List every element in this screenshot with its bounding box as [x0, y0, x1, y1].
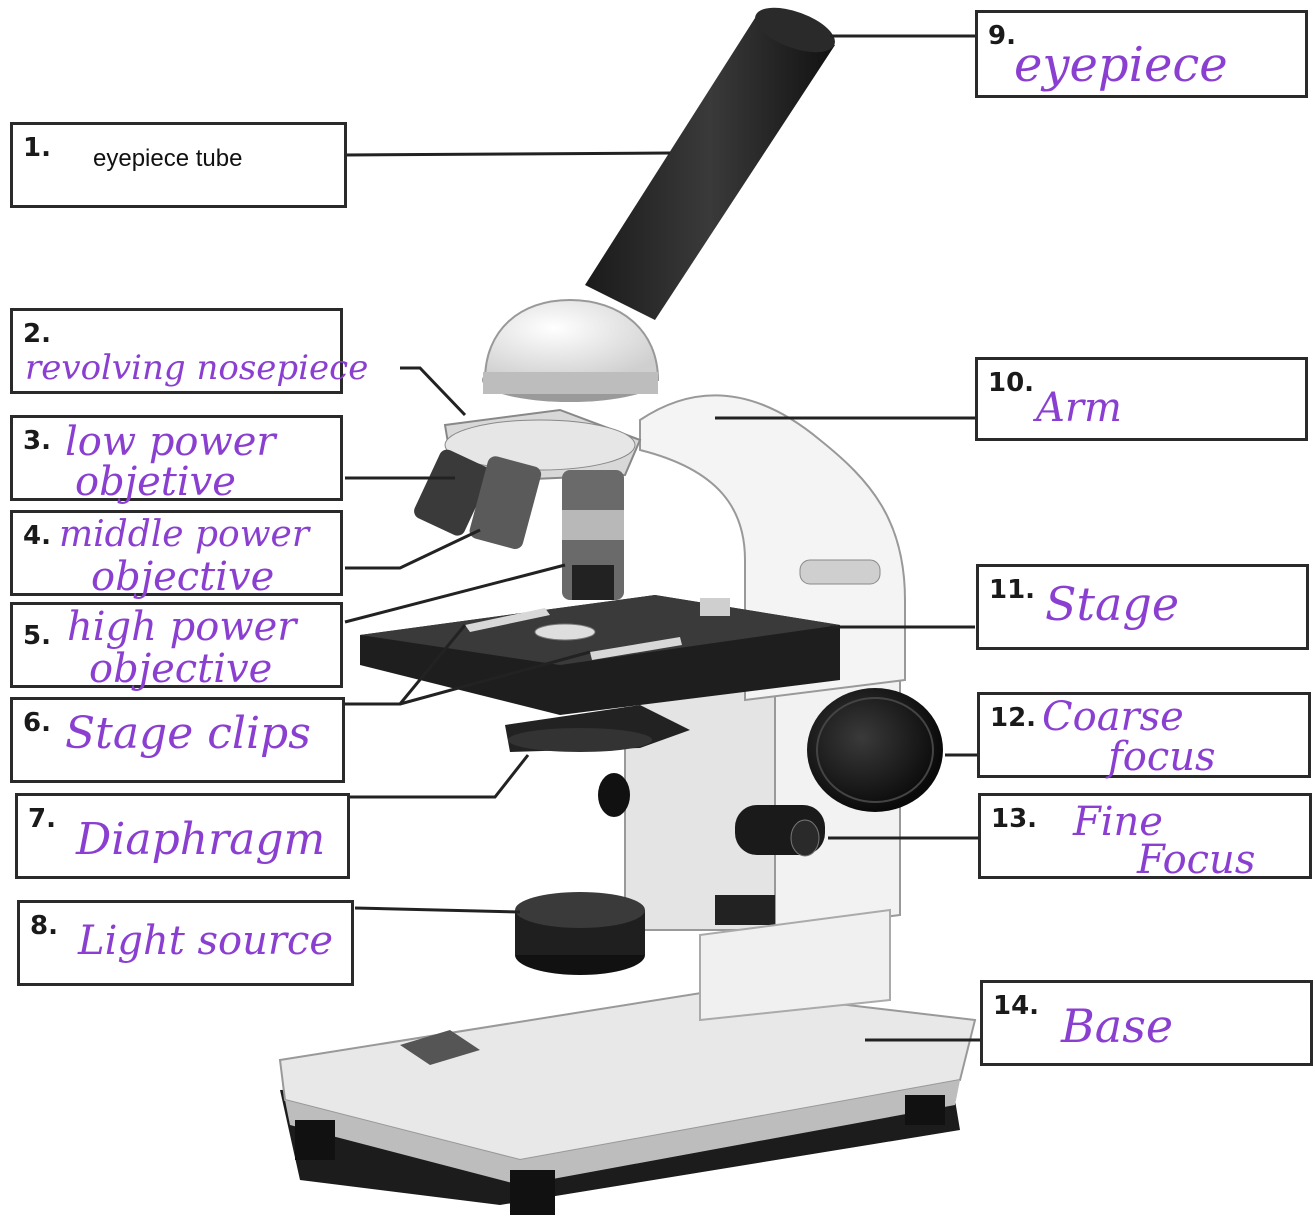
label-text-line1: Fine: [1073, 802, 1163, 842]
label-number: 4.: [23, 521, 51, 551]
label-text-line1: high power: [67, 607, 296, 647]
label-box-4: 4. middle power objective: [10, 510, 343, 596]
label-box-10: 10. Arm: [975, 357, 1308, 441]
label-text-line1: low power: [65, 422, 276, 462]
microscope-base: [280, 990, 975, 1215]
label-number: 1.: [23, 133, 51, 163]
label-text: Diaphragm: [76, 818, 325, 862]
label-box-14: 14. Base: [980, 980, 1313, 1066]
label-box-3: 3. low power objetive: [10, 415, 343, 501]
label-text-line2: Focus: [1137, 840, 1255, 880]
label-number: 14.: [993, 991, 1039, 1021]
label-number: 9.: [988, 21, 1016, 51]
label-box-13: 13. Fine Focus: [978, 793, 1312, 879]
eyepiece-tube: [585, 0, 841, 320]
label-text-line1: Coarse: [1042, 697, 1184, 737]
label-box-2: 2. revolving nosepiece: [10, 308, 343, 394]
label-text: Arm: [1036, 388, 1122, 428]
label-text: eyepiece: [1014, 41, 1228, 89]
label-text: revolving nosepiece: [25, 351, 368, 385]
label-text-line2: objective: [91, 557, 274, 597]
microscope-head: [482, 300, 658, 402]
label-box-12: 12. Coarse focus: [977, 692, 1311, 778]
label-text: Stage clips: [65, 712, 311, 756]
label-number: 11.: [989, 575, 1035, 605]
coarse-focus-knob: [807, 688, 943, 812]
label-number: 5.: [23, 621, 51, 651]
label-number: 12.: [990, 703, 1036, 733]
label-text: Stage: [1045, 581, 1179, 627]
label-number: 10.: [988, 368, 1034, 398]
label-text-line2: objetive: [75, 462, 236, 502]
label-text: eyepiece tube: [93, 145, 242, 173]
label-box-5: 5. high power objective: [10, 602, 343, 688]
label-number: 3.: [23, 426, 51, 456]
label-box-6: 6. Stage clips: [10, 697, 345, 783]
label-box-7: 7. Diaphragm: [15, 793, 350, 879]
label-text-line2: objective: [89, 649, 272, 689]
label-text-line1: middle power: [59, 517, 309, 553]
label-box-11: 11. Stage: [976, 564, 1309, 650]
label-text: Light source: [78, 921, 333, 961]
label-box-9: 9. eyepiece: [975, 10, 1308, 98]
light-source: [515, 892, 645, 975]
label-box-1: 1. eyepiece tube: [10, 122, 347, 208]
label-text-line2: focus: [1108, 737, 1216, 777]
label-number: 7.: [28, 804, 56, 834]
label-box-8: 8. Light source: [17, 900, 354, 986]
label-number: 8.: [30, 911, 58, 941]
label-number: 13.: [991, 804, 1037, 834]
label-number: 6.: [23, 708, 51, 738]
label-text: Base: [1061, 1003, 1173, 1049]
label-number: 2.: [23, 319, 51, 349]
